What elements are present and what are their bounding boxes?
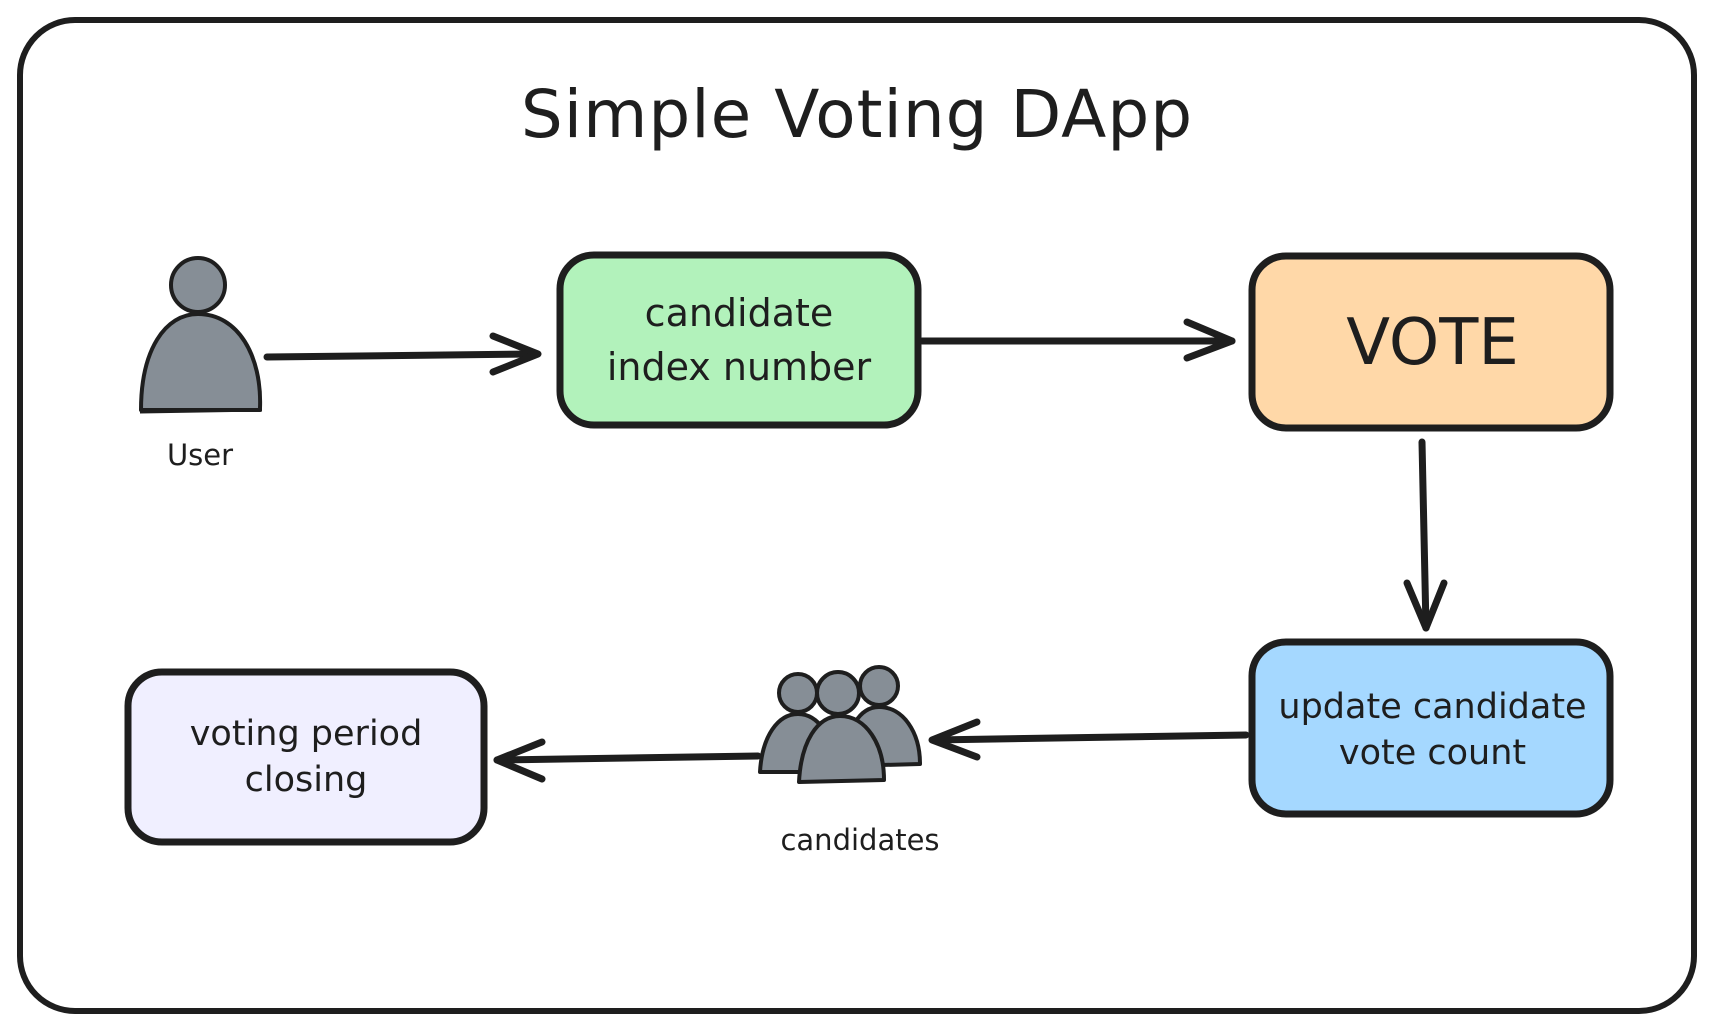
node-period-closing-text: voting period closing <box>128 672 484 842</box>
outer-frame <box>17 17 1697 1014</box>
node-period-closing-line-1: voting period <box>189 714 423 754</box>
node-update-count <box>1248 638 1614 818</box>
node-candidate-index-line-1: candidate <box>644 291 834 335</box>
person-icon <box>139 256 263 414</box>
node-update-count-line-1: update candidate <box>1278 687 1587 727</box>
node-candidate-index-line-2: index number <box>606 345 872 389</box>
node-vote-line-1: VOTE <box>1346 306 1519 380</box>
node-vote <box>1248 252 1614 432</box>
node-update-count-text: update candidate vote count <box>1255 645 1610 815</box>
diagram-title: Simple Voting DApp <box>520 76 1194 153</box>
people-group-icon <box>758 665 922 784</box>
arrow-user-to-candidate-index <box>263 332 542 376</box>
arrow-update-count-to-candidates <box>928 718 1250 761</box>
node-period-closing <box>124 668 488 846</box>
actor-candidates-label: candidates <box>780 823 940 857</box>
node-candidate-index <box>556 251 922 429</box>
actor-user-label: User <box>166 438 234 472</box>
node-period-closing-line-2: closing <box>244 760 368 800</box>
node-update-count-line-2: vote count <box>1338 733 1527 773</box>
arrow-candidate-index-to-vote <box>918 318 1236 362</box>
node-vote-text: VOTE <box>1255 258 1610 428</box>
arrow-vote-to-update-count <box>1403 438 1448 632</box>
arrow-candidates-to-period-closing <box>493 738 762 783</box>
node-candidate-index-text: candidate index number <box>560 258 918 422</box>
